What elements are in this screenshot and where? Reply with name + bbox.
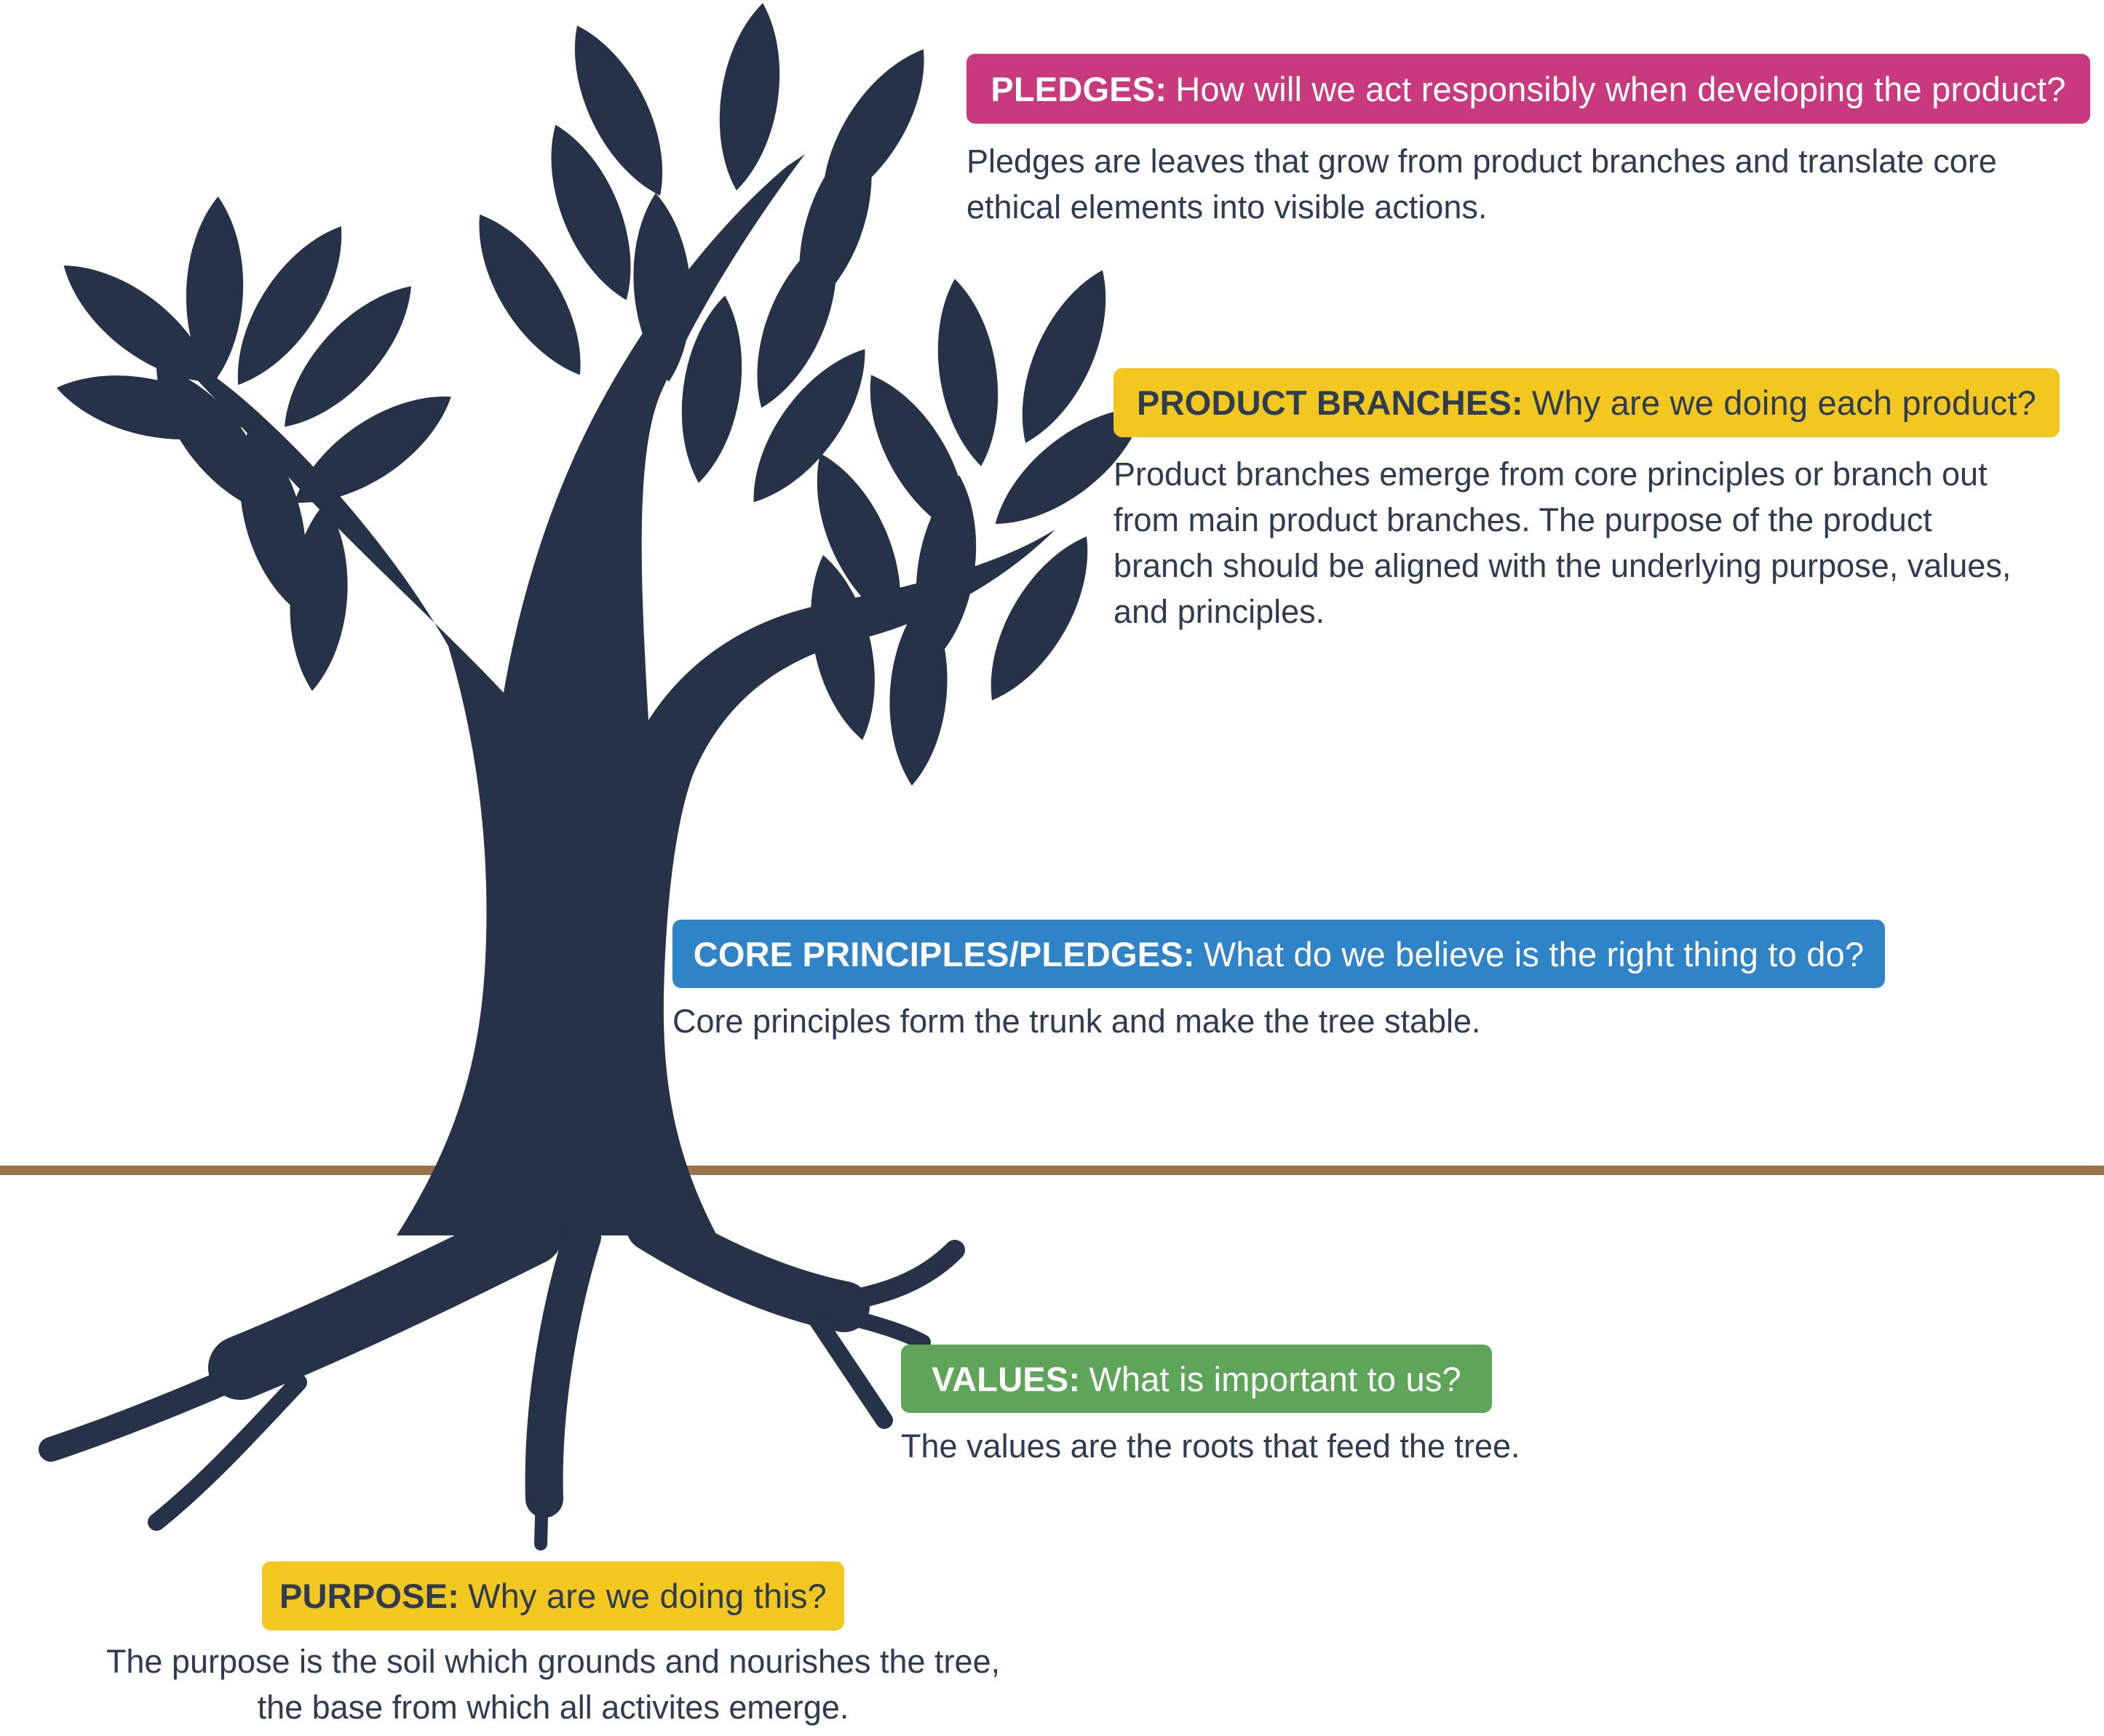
tree-root — [208, 1201, 563, 1400]
product-branches-banner: PRODUCT BRANCHES: Why are we doing each … — [1113, 368, 2060, 437]
core-principles-banner-label: CORE PRINCIPLES/PLEDGES: — [693, 934, 1195, 973]
pledges-banner-question: How will we act responsibly when develop… — [1175, 69, 2066, 108]
tree-root — [534, 1456, 549, 1550]
tree-root — [816, 1240, 965, 1314]
values-banner-label: VALUES: — [932, 1359, 1081, 1398]
core-principles-description: Core principles form the trunk and make … — [672, 998, 1481, 1044]
tree-root — [148, 1374, 307, 1531]
purpose-description: The purpose is the soil which grounds an… — [51, 1639, 1055, 1730]
product-branches-description-line: branch should be aligned with the underl… — [1113, 547, 2012, 584]
product-branches-description-line: and principles. — [1113, 593, 1325, 630]
pledges-banner-label: PLEDGES: — [991, 69, 1167, 108]
values-description: The values are the roots that feed the t… — [901, 1423, 1520, 1469]
ground-line — [0, 1166, 2104, 1175]
core-principles-banner-question: What do we believe is the right thing to… — [1203, 934, 1865, 973]
core-principles-banner: CORE PRINCIPLES/PLEDGES: What do we beli… — [672, 920, 1885, 988]
product-branches-banner-question: Why are we doing each product? — [1531, 383, 2036, 422]
product-branches-description: Product branches emerge from core princi… — [1113, 451, 2011, 634]
pledges-description-line: ethical elements into visible actions. — [966, 188, 1488, 226]
values-banner: VALUES: What is important to us? — [901, 1345, 1492, 1413]
core-principles-description-line: Core principles form the trunk and make … — [672, 1003, 1481, 1040]
product-branches-description-line: from main product branches. The purpose … — [1113, 501, 1932, 538]
purpose-banner-label: PURPOSE: — [279, 1577, 460, 1615]
tree-leaf — [967, 522, 1111, 715]
tree-root — [825, 1305, 931, 1350]
purpose-description-line: the base from which all activites emerge… — [257, 1689, 849, 1726]
values-banner-question: What is important to us? — [1089, 1359, 1461, 1398]
pledges-description: Pledges are leaves that grow from produc… — [966, 138, 1997, 230]
tree-root — [626, 1201, 870, 1332]
values-description-line: The values are the roots that feed the t… — [901, 1428, 1520, 1465]
product-branches-banner-label: PRODUCT BRANCHES: — [1137, 383, 1523, 422]
tree-leaf — [731, 332, 888, 519]
purpose-banner-question: Why are we doing this? — [468, 1577, 827, 1615]
purpose-description-line: The purpose is the soil which grounds an… — [106, 1643, 1001, 1680]
product-branches-description-line: Product branches emerge from core princi… — [1113, 455, 1988, 493]
pledges-banner: PLEDGES: How will we act responsibly whe… — [966, 54, 2090, 124]
tree-leaf — [708, 0, 791, 195]
tree-root — [39, 1347, 289, 1462]
purpose-banner: PURPOSE: Why are we doing this? — [262, 1561, 844, 1631]
tree-root — [525, 1218, 601, 1518]
pledges-description-line: Pledges are leaves that grow from produc… — [966, 143, 1997, 180]
tree-trunk-and-branches — [163, 154, 1055, 1235]
tree-root — [806, 1308, 893, 1429]
